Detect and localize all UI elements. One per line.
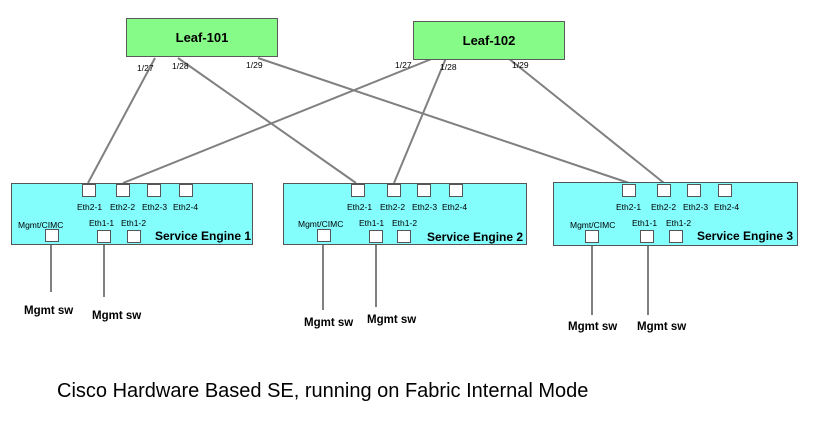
link-leaf101-1-29-se3-eth2-1 [257, 57, 630, 184]
eth1-1-label: Eth1-1 [359, 218, 385, 228]
leaf-102-label: Leaf-102 [462, 33, 516, 48]
leaf-102-port-label: 1/29 [512, 60, 529, 70]
link-leaf101-1-28-se2-eth2-1 [177, 57, 357, 184]
leaf-101-label: Leaf-101 [175, 30, 229, 45]
eth2-4-port [449, 184, 463, 197]
service-engine-1: Eth2-1 Eth2-2 Eth2-3 Eth2-4 Mgmt/CIMC Et… [11, 183, 253, 245]
eth2-2-label: Eth2-2 [651, 202, 677, 212]
eth1-2-label: Eth1-2 [121, 218, 147, 228]
eth1-2-label: Eth1-2 [666, 218, 692, 228]
leaf-101-switch: Leaf-101 [126, 18, 278, 57]
eth1-2-label: Eth1-2 [392, 218, 418, 228]
mgmt-switch-label: Mgmt sw [92, 310, 142, 322]
eth2-4-port [179, 184, 193, 197]
link-leaf102-1-27-se1-eth2-2 [122, 57, 435, 184]
leaf-101-port-label: 1/29 [246, 60, 263, 70]
mgmt-cimc-label: Mgmt/CIMC [570, 220, 616, 230]
eth1-1-label: Eth1-1 [632, 218, 658, 228]
leaf-102-port-label: 1/28 [440, 62, 457, 72]
eth2-3-port [417, 184, 431, 197]
eth2-4-label: Eth2-4 [442, 202, 468, 212]
mgmt-cimc-label: Mgmt/CIMC [298, 219, 344, 229]
mgmt-cimc-port [585, 230, 599, 243]
service-engine-2: Eth2-1 Eth2-2 Eth2-3 Eth2-4 Mgmt/CIMC Et… [283, 183, 527, 245]
leaf-102-switch: Leaf-102 [413, 21, 565, 60]
service-engine-3: Eth2-1 Eth2-2 Eth2-3 Eth2-4 Mgmt/CIMC Et… [553, 182, 798, 246]
diagram-caption: Cisco Hardware Based SE, running on Fabr… [57, 380, 589, 402]
mgmt-cimc-label: Mgmt/CIMC [18, 220, 64, 230]
mgmt-switch-label: Mgmt sw [637, 321, 687, 333]
link-leaf102-1-28-se2-eth2-2 [393, 57, 447, 184]
eth2-3-port [147, 184, 161, 197]
eth2-2-port [387, 184, 401, 197]
eth2-1-label: Eth2-1 [347, 202, 373, 212]
mgmt-switch-label: Mgmt sw [304, 317, 354, 329]
eth1-1-port [97, 230, 111, 243]
eth2-2-port [116, 184, 130, 197]
eth2-3-label: Eth2-3 [412, 202, 438, 212]
eth2-4-port [718, 184, 732, 197]
eth1-1-port [369, 230, 383, 243]
eth2-1-label: Eth2-1 [616, 202, 642, 212]
eth2-1-label: Eth2-1 [77, 202, 103, 212]
service-engine-name: Service Engine 1 [155, 229, 252, 243]
mgmt-switch-label: Mgmt sw [367, 314, 417, 326]
leaf-101-port-label: 1/27 [137, 63, 154, 73]
eth2-1-port [82, 184, 96, 197]
eth2-4-label: Eth2-4 [714, 202, 740, 212]
eth2-3-label: Eth2-3 [142, 202, 168, 212]
mgmt-cimc-port [45, 229, 59, 242]
eth1-1-label: Eth1-1 [89, 218, 115, 228]
link-leaf102-1-29-se3-eth2-2 [507, 57, 665, 184]
mgmt-cimc-port [317, 229, 331, 242]
service-engine-name: Service Engine 2 [427, 230, 524, 244]
eth1-2-port [669, 230, 683, 243]
leaf-102-port-label: 1/27 [395, 60, 412, 70]
eth2-3-label: Eth2-3 [683, 202, 709, 212]
eth2-1-port [351, 184, 365, 197]
link-leaf101-1-27-se1-eth2-1 [87, 57, 156, 184]
eth2-4-label: Eth2-4 [173, 202, 199, 212]
eth1-2-port [397, 230, 411, 243]
leaf-101-port-label: 1/28 [172, 61, 189, 71]
service-engine-name: Service Engine 3 [697, 229, 794, 243]
mgmt-switch-label: Mgmt sw [568, 321, 618, 333]
eth2-1-port [622, 184, 636, 197]
mgmt-switch-label: Mgmt sw [24, 305, 74, 317]
eth2-2-label: Eth2-2 [110, 202, 136, 212]
eth1-2-port [127, 230, 141, 243]
eth2-3-port [687, 184, 701, 197]
eth2-2-label: Eth2-2 [380, 202, 406, 212]
eth2-2-port [657, 184, 671, 197]
eth1-1-port [640, 230, 654, 243]
